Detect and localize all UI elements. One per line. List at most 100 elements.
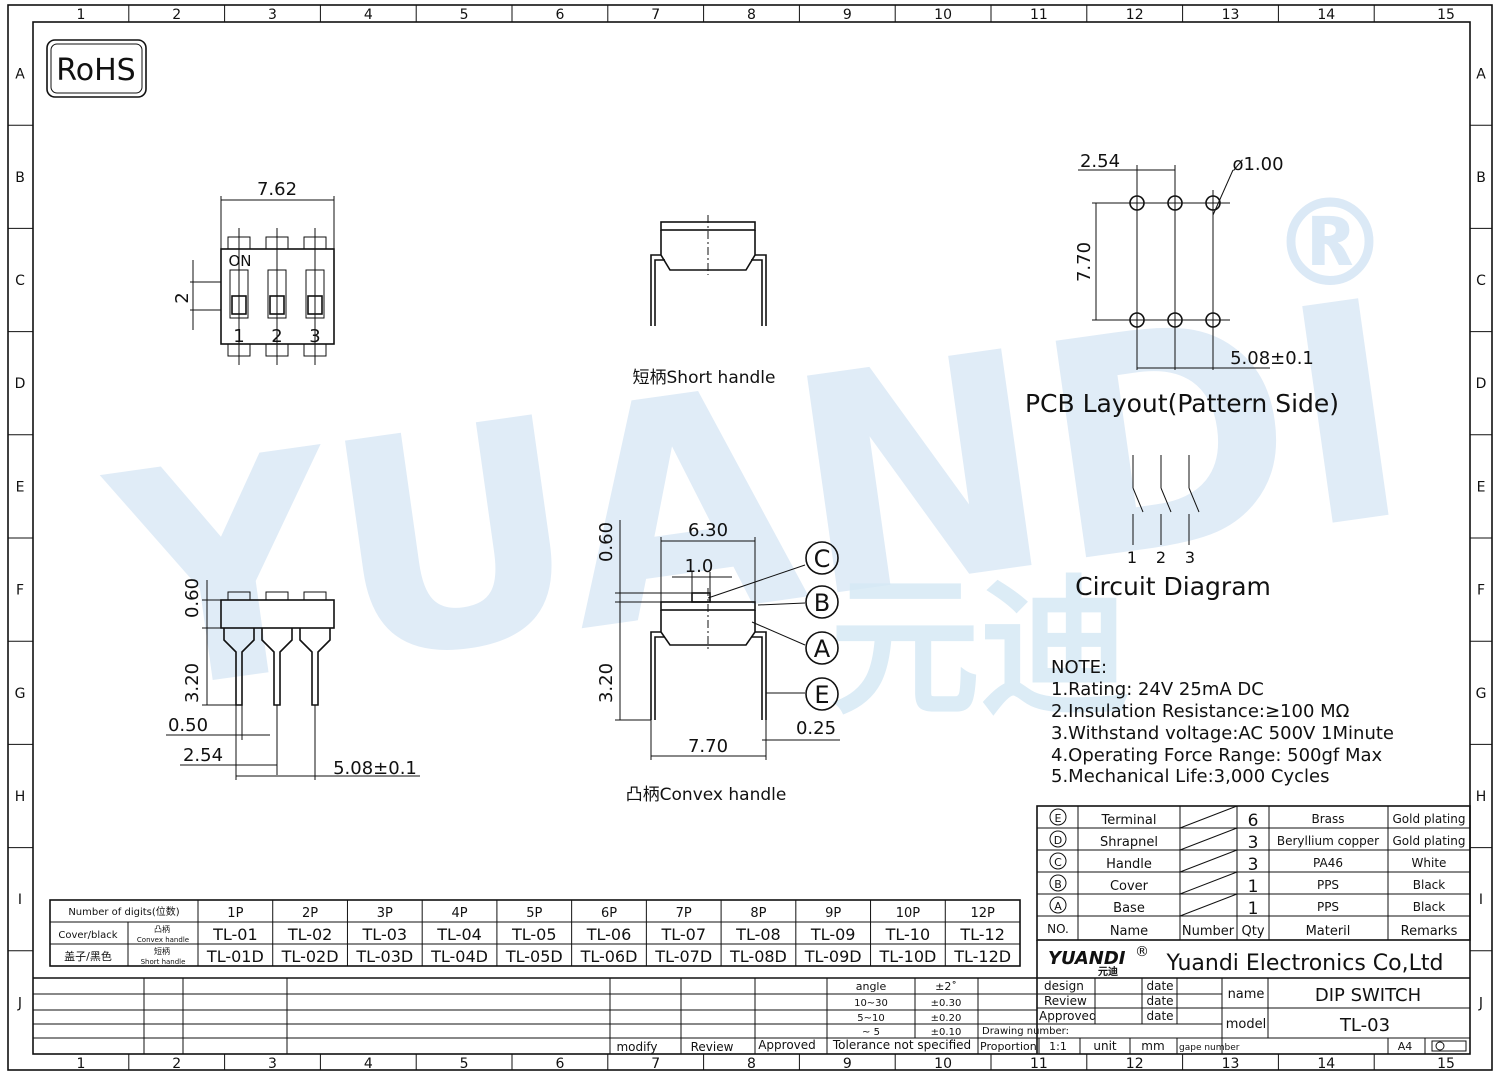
row-label-left-I: I: [18, 892, 22, 908]
bom-head-remarks: Remarks: [1401, 924, 1458, 939]
convex-body-dim: 3.20: [596, 663, 617, 703]
model-digit-10: 12P: [970, 906, 995, 921]
model-row1-10: TL-12: [959, 925, 1005, 944]
bom-no-1: D: [1054, 834, 1062, 847]
bom-remarks-2: White: [1412, 856, 1447, 870]
model-row1-8: TL-09: [810, 925, 856, 944]
side-view: 0.60 3.20 0.50 2.54 5.08±0.1: [166, 578, 420, 780]
model-digit-7: 8P: [750, 906, 766, 921]
model-digit-9: 10P: [896, 906, 921, 921]
tb-size: A4: [1398, 1040, 1413, 1053]
row-label-right-E: E: [1477, 479, 1486, 495]
bom-head-no: NO.: [1047, 922, 1069, 936]
bom-head-number: Number: [1182, 924, 1235, 939]
col-label-top-10: 10: [934, 7, 952, 23]
tb-approved: Approved: [1039, 1009, 1097, 1023]
model-digit-5: 6P: [601, 906, 617, 921]
model-header-label: Number of digits(位数): [68, 905, 179, 918]
bom-name-4: Base: [1113, 901, 1145, 916]
row-label-right-H: H: [1476, 789, 1487, 805]
bom-qty-1: 3: [1248, 833, 1259, 853]
model-digit-0: 1P: [227, 906, 243, 921]
note-line-1: 1.Rating: 24V 25mA DC: [1051, 679, 1264, 700]
col-label-top-3: 3: [268, 7, 277, 23]
side-pin-width-dim: 0.50: [168, 715, 208, 736]
convex-span-dim: 7.70: [688, 736, 728, 757]
model-row1-6: TL-07: [660, 925, 706, 944]
model-digit-4: 5P: [526, 906, 542, 921]
pcb-hole-dim: ø1.00: [1232, 154, 1283, 175]
tb-tol-val-1: ±0.30: [931, 998, 962, 1009]
tb-tol-range-0: angle: [856, 980, 887, 993]
tb-name-value: DIP SWITCH: [1315, 985, 1421, 1006]
row-label-right-B: B: [1476, 170, 1486, 186]
bom-name-1: Shrapnel: [1100, 835, 1158, 850]
col-label-top-1: 1: [76, 7, 85, 23]
tb-date-1: date: [1146, 979, 1173, 993]
tb-model-label: model: [1226, 1017, 1266, 1032]
pcb-span-dim: 5.08±0.1: [1230, 348, 1314, 369]
bom-name-0: Terminal: [1101, 813, 1157, 828]
col-label-top-9: 9: [843, 7, 852, 23]
row-label-left-E: E: [16, 479, 25, 495]
bom-remarks-1: Gold plating: [1393, 834, 1466, 848]
bom-material-3: PPS: [1317, 878, 1339, 892]
note-line-2: 2.Insulation Resistance:≥100 MΩ: [1051, 701, 1350, 722]
convex-caption: 凸柄Convex handle: [626, 785, 787, 805]
tb-tol-range-3: ~ 5: [862, 1027, 880, 1038]
model-row2-label-cn: 短柄: [154, 946, 170, 956]
bom-qty-0: 6: [1248, 811, 1259, 831]
tb-date-2: date: [1146, 994, 1173, 1008]
top-pin-1: 1: [233, 326, 244, 347]
model-row2-5: TL-06D: [580, 947, 638, 966]
row-label-left-D: D: [15, 376, 26, 392]
watermark-cn: 元迪: [830, 562, 1130, 736]
tb-logo: YUANDI: [1048, 948, 1126, 969]
bom-qty-4: 1: [1248, 899, 1259, 919]
tb-tolerance: Tolerance not specified: [832, 1038, 971, 1052]
row-label-right-D: D: [1476, 376, 1487, 392]
convex-handle-dim: 1.0: [685, 556, 714, 577]
model-row1-label-sub: Convex handle: [137, 936, 189, 944]
circuit-diagram: [1132, 455, 1200, 545]
tb-date-3: date: [1146, 1009, 1173, 1023]
model-row2-7: TL-08D: [729, 947, 787, 966]
tb-review2: Review: [691, 1040, 734, 1054]
model-row2-0: TL-01D: [206, 947, 264, 966]
model-row1-label-en: Cover/black: [58, 930, 117, 941]
bom-material-4: PPS: [1317, 900, 1339, 914]
note-line-4: 4.Operating Force Range: 500gf Max: [1051, 745, 1383, 766]
tb-design: design: [1044, 979, 1084, 993]
model-row1-4: TL-05: [511, 925, 557, 944]
model-row2-8: TL-09D: [804, 947, 862, 966]
convex-pin-dim: 0.25: [796, 718, 836, 739]
convex-width-dim: 6.30: [688, 520, 728, 541]
col-label-bot-7: 7: [651, 1056, 660, 1072]
col-label-bot-10: 10: [934, 1056, 952, 1072]
row-label-left-F: F: [16, 583, 24, 599]
col-label-top-7: 7: [651, 7, 660, 23]
model-table: 1PTL-01TL-01D2PTL-02TL-02D3PTL-03TL-03D4…: [49, 899, 1021, 967]
pcb-pitch-dim: 2.54: [1080, 151, 1120, 172]
model-row2-10: TL-12D: [953, 947, 1011, 966]
tb-drawing-number: Drawing number:: [982, 1026, 1069, 1037]
model-row2-9: TL-10D: [878, 947, 936, 966]
col-label-bot-12: 12: [1126, 1056, 1144, 1072]
top-view: 7.62 2 ON 1 2 3: [172, 179, 335, 365]
model-digit-8: 9P: [825, 906, 841, 921]
col-label-bot-15: 15: [1437, 1056, 1455, 1072]
row-label-left-C: C: [15, 273, 25, 289]
model-row2-4: TL-05D: [505, 947, 563, 966]
pcb-layout: 2.54 ø1.00 7.70 5.08±0.1 PCB Layout(Patt…: [1025, 151, 1339, 418]
col-label-top-15: 15: [1437, 7, 1455, 23]
row-label-left-H: H: [15, 789, 26, 805]
model-digit-1: 2P: [302, 906, 318, 921]
tb-tol-val-2: ±0.20: [931, 1013, 962, 1024]
col-label-top-11: 11: [1030, 7, 1048, 23]
col-label-top-6: 6: [555, 7, 564, 23]
bom-no-4: A: [1054, 900, 1062, 913]
model-row1-3: TL-04: [436, 925, 482, 944]
row-label-right-I: I: [1479, 892, 1483, 908]
